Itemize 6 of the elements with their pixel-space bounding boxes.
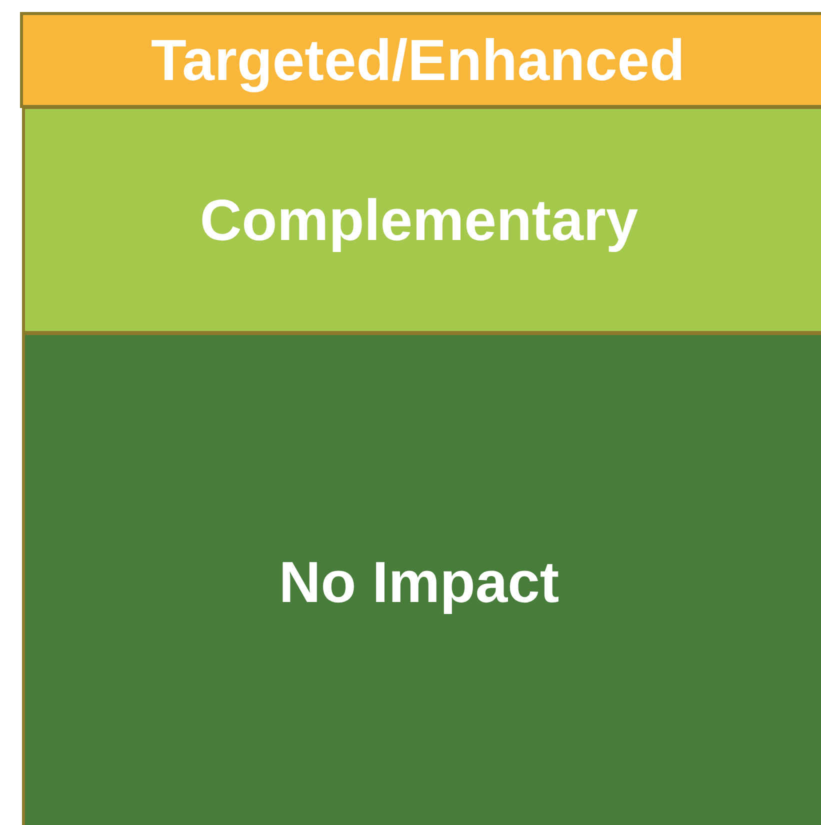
category-band xyxy=(22,106,821,334)
band-label: Targeted/Enhanced xyxy=(151,26,685,94)
band-label: No Impact xyxy=(278,548,560,616)
category-band xyxy=(22,332,821,825)
category-band xyxy=(20,12,821,108)
band-label: Complementary xyxy=(200,186,638,254)
